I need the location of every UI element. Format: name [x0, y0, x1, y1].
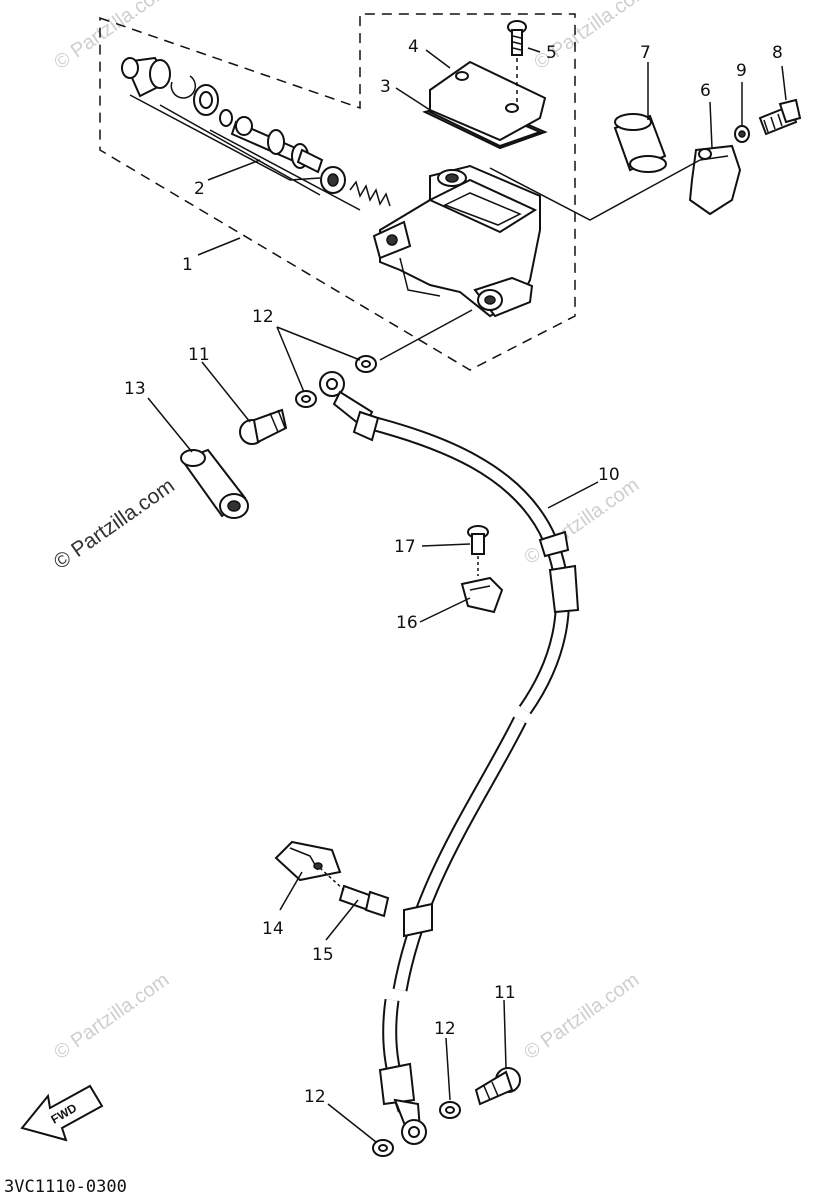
o-ring [219, 109, 233, 127]
bolt-8 [758, 98, 802, 136]
master-cylinder-holder [688, 144, 742, 216]
label-part-16: 16 [396, 613, 418, 633]
label-part-12-mid: 12 [434, 1019, 456, 1039]
label-part-11-upper: 11 [188, 345, 210, 365]
label-part-2: 2 [194, 179, 205, 199]
dust-boot [121, 56, 171, 98]
watermark: © Partzilla.com [520, 969, 643, 1064]
part-labels: 1 2 3 4 5 6 7 8 9 10 11 11 12 12 12 13 1… [124, 37, 783, 1107]
label-part-6: 6 [700, 81, 711, 101]
cap-13 [180, 448, 249, 519]
hose-guide-16 [460, 576, 504, 614]
label-part-10: 10 [598, 465, 620, 485]
label-part-4: 4 [408, 37, 419, 57]
master-cylinder-body [372, 164, 541, 318]
spring [349, 180, 391, 207]
bolt-15 [338, 884, 390, 918]
union-bolt-11-lower [474, 1067, 521, 1106]
label-part-12-lower: 12 [304, 1087, 326, 1107]
label-part-3: 3 [380, 77, 391, 97]
holder-leader [489, 159, 701, 221]
fwd-arrow-icon: FWD [20, 1084, 104, 1142]
label-part-17: 17 [394, 537, 416, 557]
label-part-5: 5 [546, 43, 557, 63]
label-part-8: 8 [772, 43, 783, 63]
lever-cover [613, 113, 667, 173]
label-part-15: 15 [312, 945, 334, 965]
label-part-1: 1 [182, 255, 193, 275]
label-part-14: 14 [262, 919, 284, 939]
watermark: © Partzilla.com [50, 474, 179, 574]
screw-17 [467, 525, 489, 555]
reservoir-cap-group [422, 20, 548, 150]
diagram-code: 3VC1110-0300 [4, 1177, 127, 1197]
assembly-outline [99, 13, 576, 371]
piston-kit [121, 56, 391, 211]
label-part-11-lower: 11 [494, 983, 516, 1003]
circlip [170, 75, 197, 99]
brake-hose [319, 371, 580, 1145]
label-part-12-upper: 12 [252, 307, 274, 327]
hose-clamp-14 [274, 840, 342, 882]
union-bolt-11-upper [239, 408, 288, 445]
label-part-7: 7 [640, 43, 651, 63]
label-part-13: 13 [124, 379, 146, 399]
leader-lines [147, 47, 787, 1143]
piston [230, 116, 324, 174]
label-part-9: 9 [736, 61, 747, 81]
screw-5 [507, 20, 527, 56]
watermark: © Partzilla.com [50, 969, 173, 1064]
